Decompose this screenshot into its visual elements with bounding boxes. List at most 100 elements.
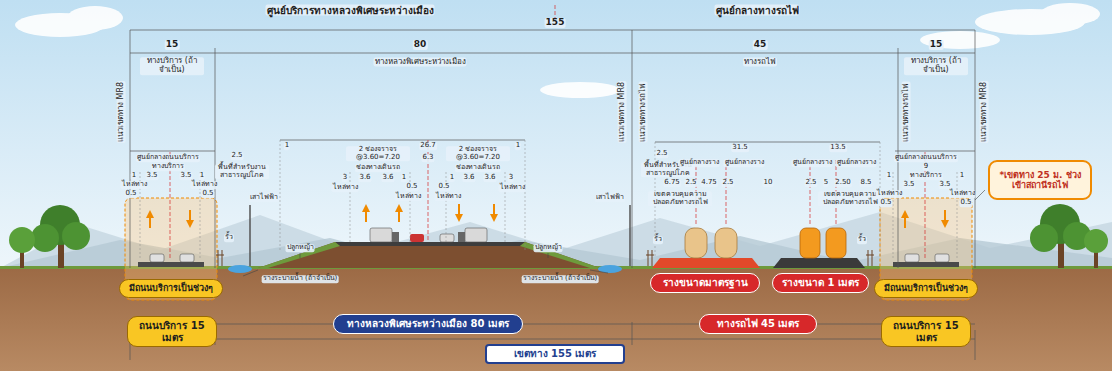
dimension-label: ช่องทางเดินรถ [355,164,401,172]
dimension-label: 2 ช่องจราจร @3.60=7.20 [446,146,510,161]
dimension-label: รั้ว [224,234,234,242]
dimension-label: 6.75 [663,179,681,187]
dimension-label: พื้นที่สำหรับงานสาธารณูปโภค [215,164,269,179]
dimension-label: ไหล่ทาง [332,184,359,192]
dimension-label: ปลูกหญ้า [286,244,315,252]
dimension-label: 2.50 [834,179,852,187]
dimension-label: 8.5 [859,179,872,187]
dimension-label: 2.5 [230,152,243,160]
dimension-label: 4.75 [700,179,718,187]
dimension-label: 0.5 [124,190,137,198]
dimension-label: ปลูกหญ้า [534,244,563,252]
dimension-label: ช่องทางเดินรถ [455,164,501,172]
dimension-label: ทางบริการ [909,172,943,180]
node-text: ทางรถไฟ 45 เมตร [717,318,800,330]
dimension-label: ศูนย์กลางราง [792,159,833,167]
dimension-label: 6.3 [421,154,434,162]
dimension-label: 1 [449,174,455,182]
dimension-label: 3.5 [145,172,158,180]
label-pill: ถนนบริการ 15 เมตร [881,316,971,347]
dimension-label: ไหล่ทาง [395,193,422,201]
dimension-label: ไหล่ทาง [191,181,218,189]
dimension-label: ศูนย์กลางถนนบริการ [136,154,200,162]
dimension-label: 0.5 [201,190,214,198]
dimension-label: 13.5 [829,144,847,152]
dimension-label: ศูนย์กลางทางรถไฟ [715,5,800,16]
dimension-label: ไหล่ทาง [949,190,976,198]
dimension-label: 3.6 [381,174,394,182]
dimension-label: 15 [165,40,180,50]
dimension-label: 3.5 [179,172,192,180]
dimension-label: 3.6 [358,174,371,182]
dimension-label: 1 [284,142,290,150]
node-text: ถนนบริการ 15 เมตร [137,320,207,343]
dimension-label: 3.6 [462,174,475,182]
dimension-label: ศูนย์กลางราง [836,159,877,167]
dimension-label: ศูนย์กลางราง [679,159,720,167]
dimension-label: ทางหลวงพิเศษระหว่างเมือง [374,58,467,67]
dimension-label: 3.5 [902,181,915,189]
dimension-label: เขตควบคุมความปลอดภัยทางรถไฟ [648,191,712,206]
dimension-label: 1 [959,172,965,180]
dimension-label: 31.5 [731,144,749,152]
dimension-label: 80 [413,40,428,50]
dimension-label: ศูนย์กลางถนนบริการ [894,154,958,162]
dimension-label: ศูนย์บริการทางหลวงพิเศษระหว่างเมือง [266,5,435,16]
dimension-label: รั้ว [857,236,867,244]
dimension-label: ไหล่ทาง [435,193,462,201]
dimension-label: รั้ว [653,236,663,244]
dimension-label: 1 [401,174,407,182]
label-pill: มีถนนบริการเป็นช่วงๆ [119,279,223,298]
boundary-label: แนวเขตทางรถไฟ [639,82,648,143]
dimension-label: 3.5 [938,181,951,189]
dimension-label: ไหล่ทาง [876,190,903,198]
node-text: รางขนาด 1 เมตร [782,277,859,289]
boundary-label: แนวเขตทาง MR8 [117,81,126,143]
node-text: เขตทาง 155 เมตร [514,348,597,360]
dimension-label: ไหล่ทาง [499,184,526,192]
boundary-label: แนวเขตทาง MR8 [980,81,989,143]
dimension-label: 1 [886,172,892,180]
label-pill: มีถนนบริการเป็นช่วงๆ [874,279,978,298]
dimension-label: 10 [763,179,774,187]
callout-box: *เขตทาง 25 ม. ช่วงเข้าสถานีรถไฟ [988,160,1092,200]
label-pill: ทางรถไฟ 45 เมตร [699,314,817,334]
dimension-label: ทางบริการ (ถ้าจำเป็น) [140,57,204,75]
dimension-label: 2.5 [684,179,697,187]
dimension-label: ศูนย์กลางราง [724,159,765,167]
dimension-label: 9 [923,163,929,171]
dimension-label: 26.7 [419,142,437,150]
node-text: มีถนนบริการเป็นช่วงๆ [884,283,968,293]
dimension-label: 3.6 [483,174,496,182]
node-text: ถนนบริการ 15 เมตร [891,320,961,343]
boundary-label: แนวเขตทางรถไฟ [902,82,911,143]
dimension-label: 3 [342,174,348,182]
label-pill: ถนนบริการ 15 เมตร [127,316,217,347]
dimension-label: ไหล่ทาง [121,181,148,189]
dimension-label: ทางบริการ (ถ้าจำเป็น) [904,57,968,75]
dimension-label: เขตควบคุมความปลอดภัยทางรถไฟ [818,191,882,206]
dimension-label: 0.5 [959,199,972,207]
node-text: รางขนาดมาตรฐาน [663,277,748,289]
dimension-label: รางระบายน้ำ (ถ้าจำเป็น) [522,275,599,283]
boundary-label: แนวเขตทาง MR8 [618,81,627,143]
label-pill: รางขนาดมาตรฐาน [650,273,760,293]
dimension-label: 1 [199,172,205,180]
dimension-label: 2.5 [721,179,734,187]
dimension-label: 0.5 [437,183,450,191]
dimension-label: 2.5 [655,150,668,158]
dimension-label: 3 [508,174,514,182]
node-text: มีถนนบริการเป็นช่วงๆ [129,283,213,293]
dimension-label: 0.5 [879,199,892,207]
dimension-label: 15 [929,40,944,50]
node-text: ทางหลวงพิเศษระหว่างเมือง 80 เมตร [347,318,509,330]
dimension-label: เสาไฟฟ้า [249,194,279,202]
dimension-label: 2.5 [804,179,817,187]
dimension-label: 155 [545,18,566,28]
label-pill: ทางหลวงพิเศษระหว่างเมือง 80 เมตร [333,314,523,334]
dimension-label: 1 [131,172,137,180]
node-text: *เขตทาง 25 ม. ช่วงเข้าสถานีรถไฟ [998,170,1082,191]
dimension-label: 0.5 [405,183,418,191]
dimension-label: เสาไฟฟ้า [595,194,625,202]
dimension-label: 2 ช่องจราจร @3.60=7.20 [346,146,410,161]
